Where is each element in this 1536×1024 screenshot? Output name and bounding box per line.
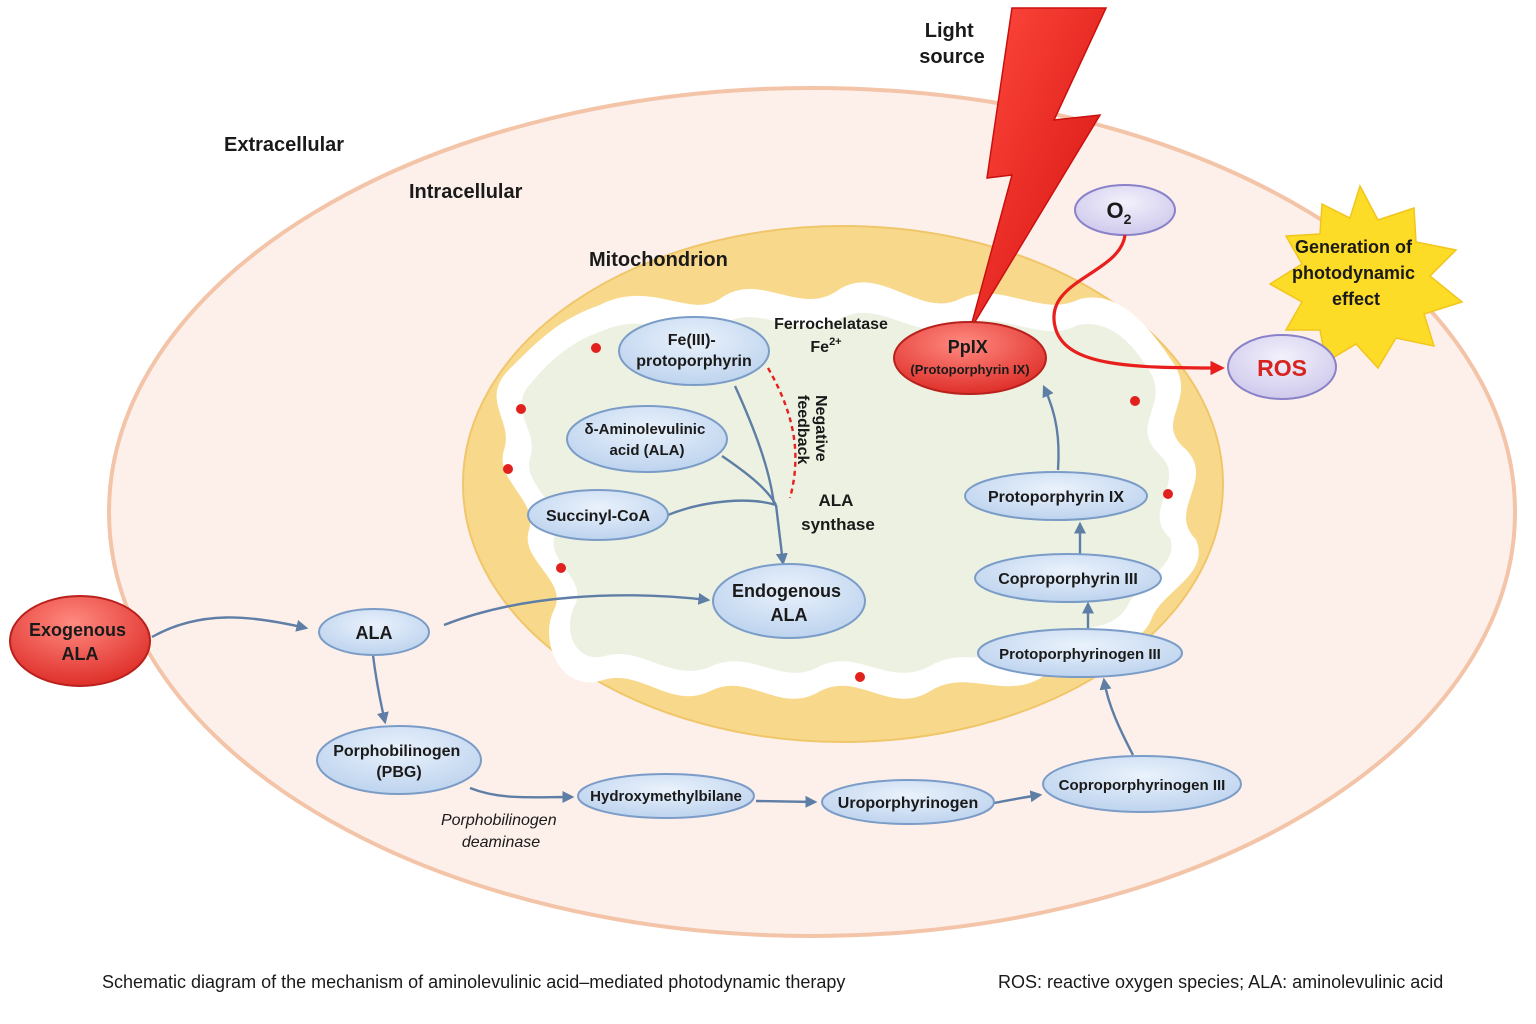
- membrane-dots: [503, 343, 1173, 682]
- arrow-dala-to-synthase: [721, 455, 778, 506]
- svg-text:Uroporphyrinogen: Uroporphyrinogen: [838, 795, 978, 812]
- protoporphyrinogen-node: Protoporphyrinogen III: [977, 628, 1183, 678]
- arrow-protoix-to-ppix: [1042, 384, 1060, 471]
- svg-text:Succinyl-CoA: Succinyl-CoA: [546, 508, 650, 525]
- svg-text:Hydroxymethylbilane: Hydroxymethylbilane: [590, 788, 742, 805]
- arrow-exo-to-ala: [151, 616, 309, 639]
- extracellular-label: Extracellular: [224, 134, 344, 156]
- svg-text:Fe(III)- protoporphyrin: Fe(III)- protoporphyrin: [636, 332, 752, 370]
- ala-synthase-label: ALA synthase: [801, 491, 875, 534]
- o2-node: O2: [1074, 184, 1176, 236]
- generation-text: Generation of photodynamic effect: [1292, 237, 1420, 309]
- main-caption: Schematic diagram of the mechanism of am…: [102, 972, 845, 992]
- pbg-deaminase-label: Porphobilinogen deaminase: [441, 812, 561, 851]
- svg-text:δ-Aminolevulinic acid (A: δ-Aminolevulinic acid (ALA): [585, 421, 710, 459]
- svg-text:Exogenous ALA: Exogenous ALA: [29, 620, 131, 664]
- starburst-icon: [1268, 184, 1464, 370]
- svg-text:O2: O2: [1107, 198, 1132, 227]
- svg-text:Protoporphyrin IX: Protoporphyrin IX: [988, 489, 1124, 506]
- protoporphyrin-node: Protoporphyrin IX: [964, 471, 1148, 521]
- lightning-bolt-icon: [969, 7, 1108, 331]
- arrow-uro-to-copro: [993, 790, 1043, 805]
- ppix-node: PpIX (Protoporphyrin IX): [893, 321, 1047, 395]
- uroporphyrinogen-node: Uroporphyrinogen: [821, 779, 995, 825]
- ala-node: ALA: [318, 608, 430, 656]
- fe3-protoporphyrin-node: Fe(III)- protoporphyrin: [618, 316, 770, 386]
- svg-text:ALA: ALA: [356, 623, 393, 643]
- negative-feedback-label: Negative feedback: [794, 395, 829, 466]
- svg-text:Coproporphyrinogen III: Coproporphyrinogen III: [1059, 777, 1226, 794]
- arrow-pbg-to-hmb: [469, 786, 575, 804]
- abbreviation-caption: ROS: reactive oxygen species; ALA: amino…: [998, 972, 1443, 992]
- svg-text:Coproporphyrin III: Coproporphyrin III: [998, 571, 1138, 588]
- endogenous-ala-node: Endogenous ALA: [712, 563, 866, 639]
- svg-text:Protoporphyrinogen III: Protoporphyrinogen III: [999, 646, 1161, 663]
- fe2-label: Fe2+: [810, 336, 841, 356]
- ferrochelatase-label: Ferrochelatase: [774, 316, 888, 333]
- hydroxymethylbilane-node: Hydroxymethylbilane: [577, 773, 755, 819]
- svg-text:Porphobilinogen (PBG): Porphobilinogen (PBG): [333, 743, 465, 781]
- arrow-succinyl-to-synthase: [667, 499, 777, 517]
- mitochondrion-label: Mitochondrion: [589, 249, 728, 271]
- negative-feedback-line: [766, 367, 797, 499]
- arrow-synthase-to-endogenous: [774, 504, 788, 566]
- o2-to-ros-arrow: [1052, 234, 1225, 376]
- exogenous-ala-node: Exogenous ALA: [9, 595, 151, 687]
- light-source-label: Light source: [919, 20, 985, 68]
- svg-text:ROS: ROS: [1257, 355, 1307, 381]
- arrow-copro-to-protogen: [1099, 677, 1135, 756]
- ros-node: ROS: [1227, 334, 1337, 400]
- svg-text:Endogenous ALA: Endogenous ALA: [732, 581, 846, 625]
- arrow-hmb-to-uro: [755, 795, 818, 808]
- arrow-ala-to-endogenous: [443, 592, 711, 627]
- arrow-fe3-to-synthase: [733, 385, 776, 506]
- succinyl-coa-node: Succinyl-CoA: [527, 489, 669, 541]
- d-ala-node: δ-Aminolevulinic acid (ALA): [566, 405, 728, 473]
- coproporphyrin-node: Coproporphyrin III: [974, 553, 1162, 603]
- pbg-node: Porphobilinogen (PBG): [316, 725, 482, 795]
- coproporphyrinogen-node: Coproporphyrinogen III: [1042, 755, 1242, 813]
- arrow-ala-to-pbg: [371, 654, 389, 725]
- intracellular-label: Intracellular: [409, 181, 523, 203]
- svg-text:PpIX (Protoporphyrin IX): PpIX (Protoporphyrin IX): [910, 337, 1029, 377]
